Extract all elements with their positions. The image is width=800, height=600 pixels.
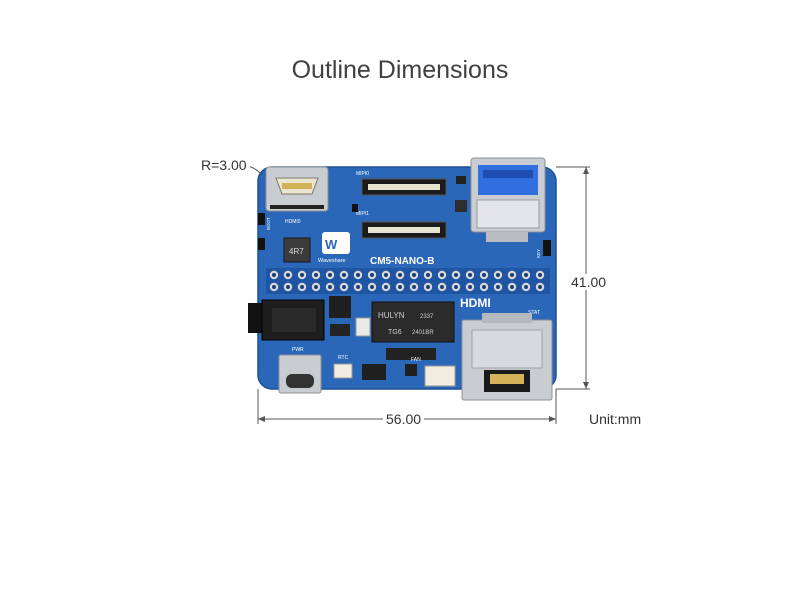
- key-button: [543, 240, 551, 256]
- mipi1-connector: [361, 221, 447, 239]
- smd-chip: [330, 324, 350, 336]
- gpio-pin-center: [454, 285, 458, 289]
- gpio-pin-center: [426, 285, 430, 289]
- smd-chip: [386, 348, 436, 360]
- boot-button: [258, 213, 265, 225]
- gpio-pin-center: [482, 285, 486, 289]
- gpio-pin-center: [440, 285, 444, 289]
- svg-text:HULYN: HULYN: [378, 311, 405, 320]
- pwr-led: [258, 238, 265, 250]
- gpio-pin-center: [286, 273, 290, 277]
- gpio-pin-center: [370, 273, 374, 277]
- hdmi0-label: HDMI0: [285, 219, 301, 225]
- gpio-pin-center: [538, 273, 542, 277]
- gpio-pin-center: [496, 285, 500, 289]
- gpio-pin-center: [440, 273, 444, 277]
- gpio-pin-center: [398, 273, 402, 277]
- gpio-pin-center: [272, 285, 276, 289]
- smd-chip: [456, 176, 466, 184]
- gpio-pin-center: [482, 273, 486, 277]
- main-chip: HULYN 2337 TG6 2401BR: [371, 301, 455, 343]
- mipi0-connector: [361, 178, 447, 196]
- width-dimension-label: 56.00: [383, 411, 425, 427]
- gpio-pin-center: [426, 273, 430, 277]
- gpio-pin-center: [370, 285, 374, 289]
- stat-label: STAT: [528, 310, 540, 316]
- smd-chip: [405, 364, 417, 376]
- gpio-pin-center: [342, 273, 346, 277]
- key-label: KEY: [536, 249, 541, 258]
- gpio-pin-center: [384, 273, 388, 277]
- height-dimension-label: 41.00: [568, 274, 610, 290]
- rtc-label: RTC: [338, 355, 349, 361]
- gpio-pin-center: [510, 285, 514, 289]
- gpio-pin-center: [314, 273, 318, 277]
- usb-c-port: [278, 354, 322, 394]
- fan-connector: [424, 365, 456, 387]
- gpio-pin-center: [412, 273, 416, 277]
- hdmi-logo: HDMI: [460, 296, 491, 310]
- gpio-pin-center: [328, 273, 332, 277]
- gpio-pin-center: [328, 285, 332, 289]
- gpio-pin-center: [524, 285, 528, 289]
- boot-label: BOOT: [266, 217, 271, 230]
- gpio-pin-center: [468, 273, 472, 277]
- gpio-pin-center: [356, 285, 360, 289]
- pwr-label: PWR: [292, 347, 304, 353]
- gpio-pin-center: [496, 273, 500, 277]
- gpio-header-area: [266, 268, 550, 294]
- gpio-pin-center: [468, 285, 472, 289]
- page-title: Outline Dimensions: [291, 56, 509, 84]
- gpio-pin-center: [272, 273, 276, 277]
- gpio-pin-center: [356, 273, 360, 277]
- gpio-pin-center: [300, 285, 304, 289]
- svg-text:4R7: 4R7: [289, 247, 304, 256]
- smd-chip: [455, 200, 467, 212]
- ethernet-port: [461, 313, 553, 401]
- svg-text:2337: 2337: [420, 314, 434, 320]
- smd-chip: [355, 317, 371, 337]
- board-model-label: CM5-NANO-B: [370, 256, 434, 267]
- hdmi0-connector: [265, 166, 329, 212]
- mipi0-label: MIPI0: [356, 171, 369, 177]
- dimension-arrows: [258, 167, 589, 422]
- gpio-header: [266, 268, 550, 294]
- gpio-pin-center: [286, 285, 290, 289]
- usb-port: [470, 157, 546, 242]
- svg-text:W: W: [325, 237, 338, 252]
- gpio-pin-center: [510, 273, 514, 277]
- gpio-pin-center: [314, 285, 318, 289]
- gpio-pin-center: [454, 273, 458, 277]
- radius-label: R=3.00: [198, 157, 250, 173]
- smd-chip: [352, 204, 358, 212]
- smd-chip: [329, 296, 351, 318]
- svg-text:TG6: TG6: [388, 329, 402, 336]
- unit-label: Unit:mm: [586, 411, 645, 427]
- gpio-pin-center: [412, 285, 416, 289]
- audio-jack: [248, 299, 325, 341]
- mipi1-label: MIPI1: [356, 211, 369, 217]
- waveshare-logo: W Waveshare: [318, 232, 350, 264]
- rtc-connector: [333, 363, 353, 379]
- gpio-pin-center: [398, 285, 402, 289]
- gpio-pin-center: [384, 285, 388, 289]
- gpio-pin-center: [342, 285, 346, 289]
- gpio-pin-center: [524, 273, 528, 277]
- smd-chip: [362, 364, 386, 380]
- svg-text:2401BR: 2401BR: [412, 330, 434, 336]
- svg-text:Waveshare: Waveshare: [318, 258, 346, 264]
- gpio-pin-center: [300, 273, 304, 277]
- fan-label: FAN: [411, 357, 421, 363]
- inductor: 4R7: [283, 237, 311, 263]
- gpio-pin-center: [538, 285, 542, 289]
